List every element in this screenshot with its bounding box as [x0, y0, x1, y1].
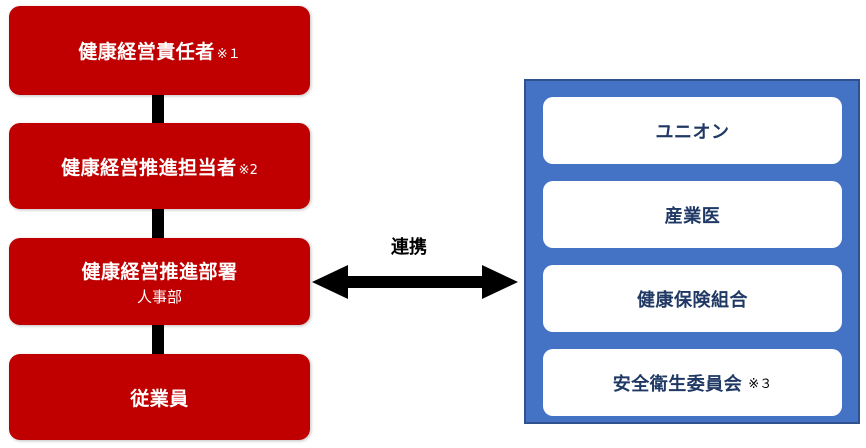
box-safety-health-committee: 安全衛生委員会 ※３ [543, 349, 842, 416]
box-health-insurance-union: 健康保険組合 [543, 265, 842, 332]
link-label: 連携 [391, 237, 427, 258]
box-label: 健康保険組合 [637, 289, 748, 311]
box-note: ※2 [238, 162, 258, 178]
connector-1-2 [152, 95, 164, 123]
box-employees: 従業員 [9, 354, 310, 440]
connector-3-4 [152, 325, 164, 354]
box-union: ユニオン [543, 97, 842, 164]
box-note: ※１ [216, 47, 241, 62]
box-health-promotion-staff: 健康経営推進担当者※2 [9, 123, 310, 209]
box-note: ※３ [748, 377, 773, 392]
partners-panel: ユニオン 産業医 健康保険組合 安全衛生委員会 ※３ [524, 79, 860, 424]
box-health-promotion-department: 健康経営推進部署 人事部 [9, 238, 310, 325]
box-label: 健康経営推進担当者 [61, 156, 237, 179]
box-label: 産業医 [664, 205, 721, 227]
box-industrial-physician: 産業医 [543, 181, 842, 248]
double-arrow-icon [312, 265, 518, 299]
box-health-management-officer: 健康経営責任者※１ [9, 6, 310, 95]
box-label: ユニオン [655, 121, 730, 143]
box-label: 安全衛生委員会 [612, 373, 743, 395]
box-label: 健康経営責任者 [78, 41, 215, 63]
box-sublabel: 人事部 [136, 287, 182, 306]
connector-2-3 [152, 209, 164, 238]
box-label: 従業員 [130, 387, 189, 410]
box-label: 健康経営推進部署 [81, 260, 238, 283]
